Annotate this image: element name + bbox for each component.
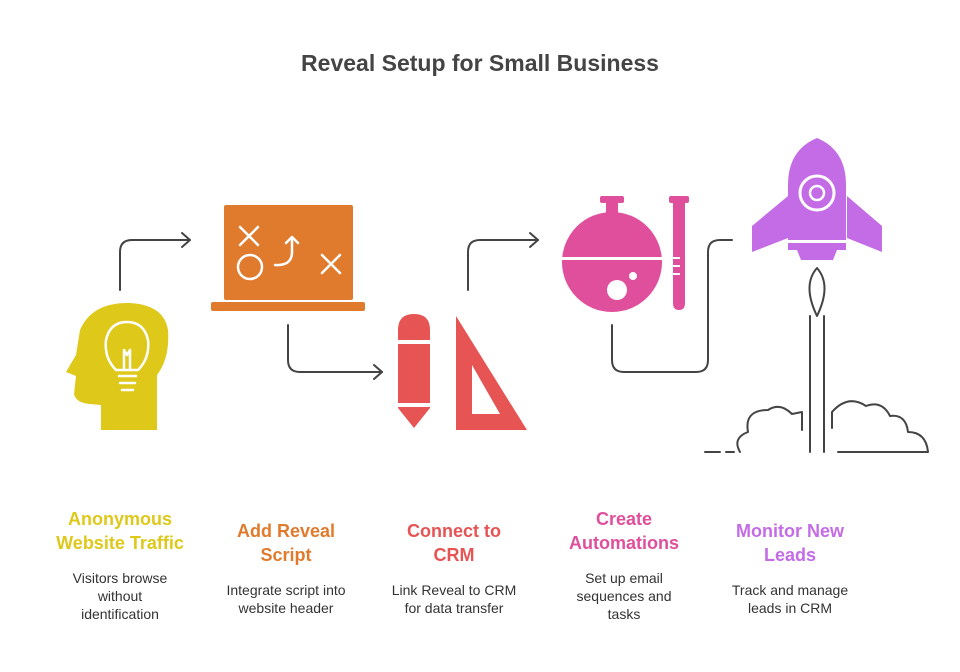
step-title-line: Website Traffic [56, 533, 184, 553]
step-create-automations: Create Automations Set up email sequence… [539, 507, 709, 623]
step-desc-line: Integrate script into [226, 582, 346, 598]
connector-arrow-1 [119, 239, 191, 291]
step-title-line: Leads [763, 545, 817, 565]
connector-arrow-4 [611, 239, 733, 373]
step-title-line: Monitor New [736, 521, 844, 541]
step-title-line: Create [595, 509, 653, 529]
step-desc-line: Track and manage [731, 582, 849, 598]
head-lightbulb-icon [66, 302, 169, 430]
rocket-icon [704, 138, 929, 453]
step-add-script: Add Reveal Script Integrate script into … [201, 519, 371, 617]
arrow-head-1 [181, 232, 191, 248]
step-desc-line: website header [238, 600, 334, 616]
step-title-line: Anonymous [67, 509, 172, 529]
arrow-head-3 [529, 232, 539, 248]
step-title-line: Automations [569, 533, 679, 553]
diagram-title: Reveal Setup for Small Business [301, 50, 659, 76]
step-desc-line: for data transfer [404, 600, 504, 616]
step-desc-line: leads in CRM [747, 600, 833, 616]
step-desc-line: identification [81, 606, 159, 622]
arrow-head-2 [373, 364, 383, 380]
step-desc-line: Set up email [585, 570, 663, 586]
step-anonymous-traffic: Anonymous Website Traffic Visitors brows… [35, 507, 205, 623]
step-title-line: Script [260, 545, 312, 565]
step-desc-line: Visitors browse [72, 570, 168, 586]
connector-arrow-3 [467, 239, 539, 291]
step-desc-line: without [97, 588, 143, 604]
pencil-triangle-icon [398, 314, 527, 430]
strategy-board-icon [211, 205, 365, 311]
connector-arrow-2 [287, 324, 383, 373]
step-title-line: Connect to [407, 521, 501, 541]
step-monitor-leads: Monitor New Leads Track and manage leads… [705, 519, 875, 617]
step-desc-line: sequences and [576, 588, 672, 604]
step-connect-crm: Connect to CRM Link Reveal to CRM for da… [369, 519, 539, 617]
step-title-line: Add Reveal [236, 521, 336, 541]
step-desc-line: tasks [607, 606, 641, 622]
step-title-line: CRM [433, 545, 475, 565]
flask-tube-icon [560, 196, 689, 312]
step-desc-line: Link Reveal to CRM [391, 582, 517, 598]
